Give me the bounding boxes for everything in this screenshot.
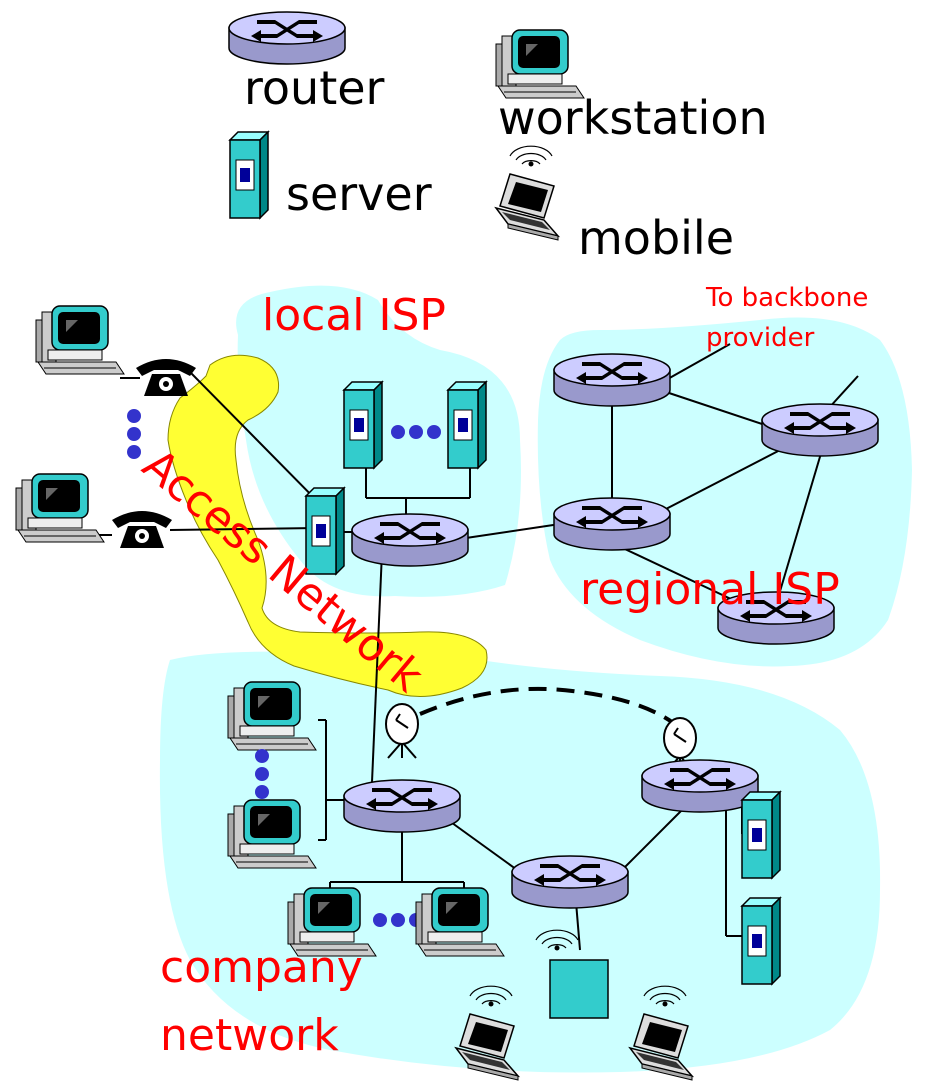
home-workstation-bottom-icon [15, 473, 105, 543]
to-backbone-label: To backbone [705, 283, 868, 313]
legend-server-icon [229, 131, 269, 219]
local-isp-label: local ISP [262, 290, 446, 341]
legend-router-label: router [244, 61, 385, 115]
regional-router-topright-icon [761, 403, 879, 457]
legend-workstation-icon [495, 29, 585, 99]
ellipsis-dots-servers [391, 425, 441, 439]
legend: router workstation server mobile [228, 11, 768, 265]
satellite-link [419, 686, 674, 724]
company-middle-router-icon [511, 855, 629, 909]
local-isp-server-1-icon [343, 381, 383, 469]
regional-isp-label: regional ISP [580, 564, 840, 615]
legend-workstation-label: workstation [498, 91, 768, 145]
phone-bottom-icon [112, 511, 172, 548]
company-network-label-line2: network [160, 1010, 339, 1061]
access-network-blob [167, 354, 488, 698]
legend-router-icon [228, 11, 346, 65]
company-server-2-icon [741, 897, 781, 985]
company-right-router-icon [641, 759, 759, 813]
company-network-label-line1: company [160, 942, 363, 993]
provider-label: provider [706, 323, 815, 353]
home-workstation-top-icon [35, 305, 125, 375]
company-server-1-icon [741, 791, 781, 879]
local-isp-router-icon [351, 513, 469, 567]
wireless-access-point [535, 929, 609, 1019]
legend-server-label: server [286, 167, 432, 221]
phone-top-icon [136, 359, 196, 396]
legend-mobile-icon [495, 145, 559, 241]
local-isp-server-2-icon [447, 381, 487, 469]
company-router-icon [343, 779, 461, 833]
company-network-cloud [159, 651, 881, 1073]
regional-router-topleft-icon [553, 353, 671, 407]
legend-mobile-label: mobile [578, 211, 734, 265]
regional-router-middle-icon [553, 497, 671, 551]
ellipsis-dots-left [127, 409, 141, 459]
ellipsis-dots-company [255, 749, 269, 799]
